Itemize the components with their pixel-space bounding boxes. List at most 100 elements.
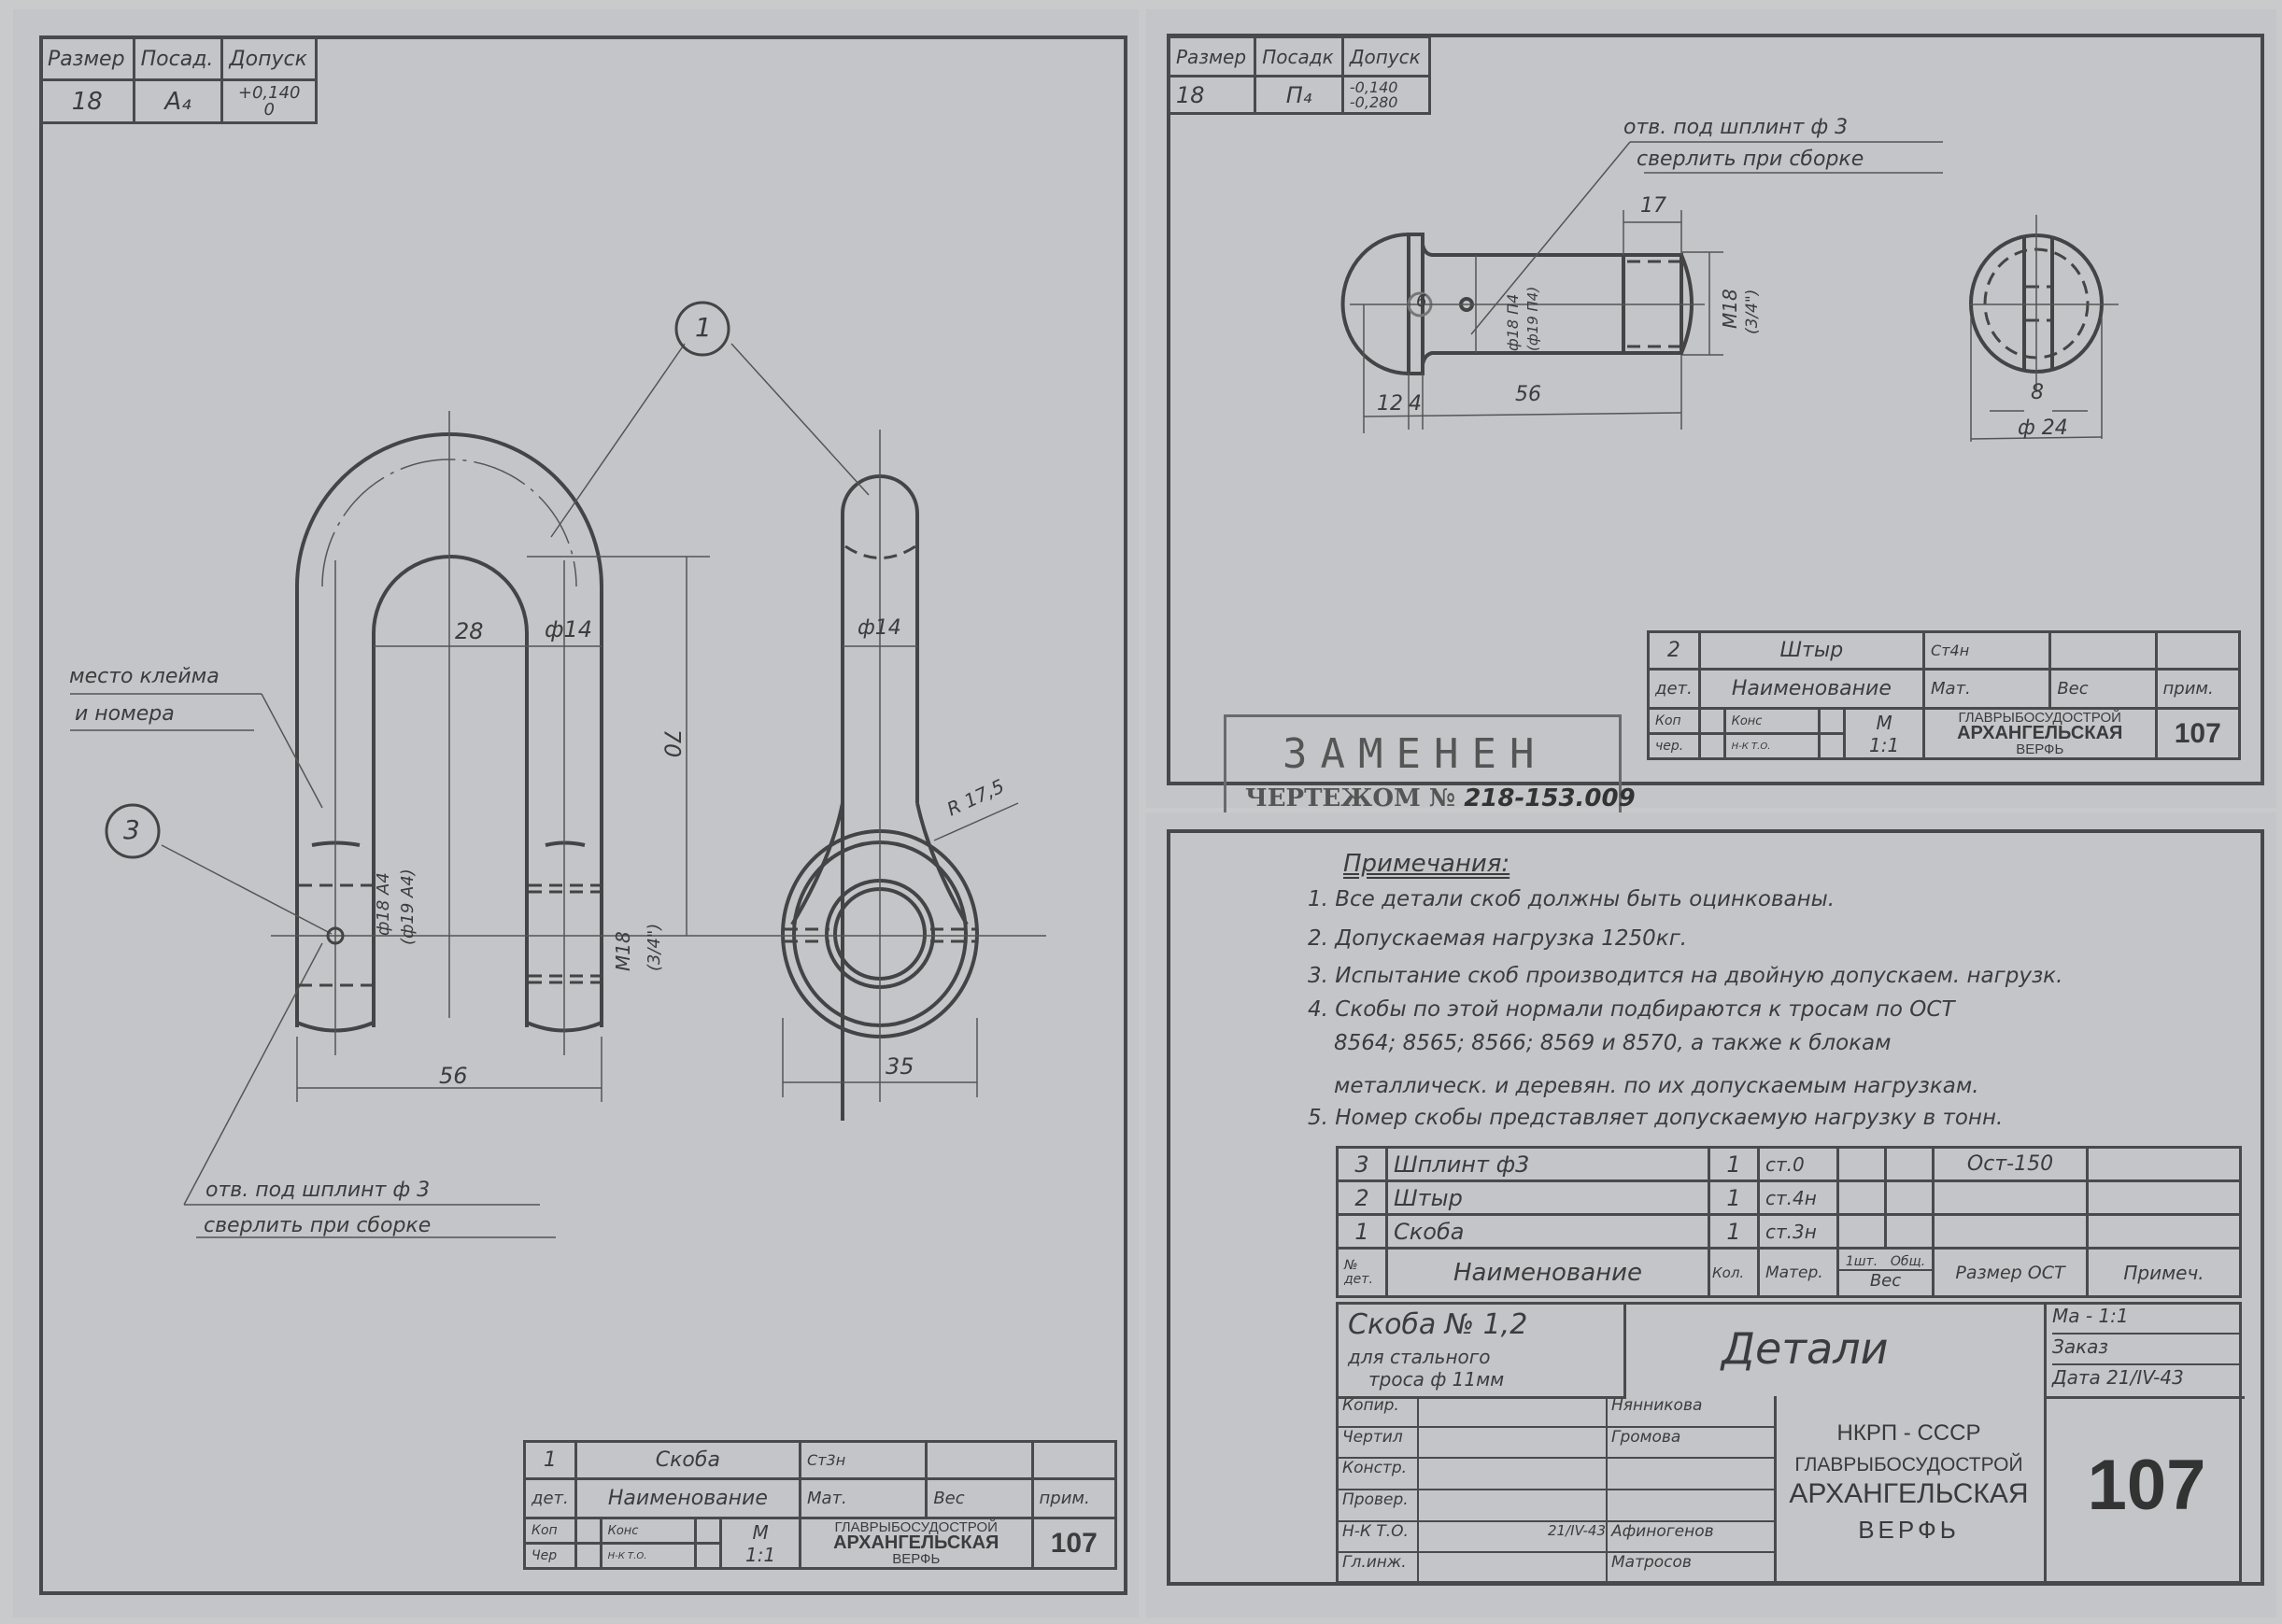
- header-fit: Посадк: [1254, 35, 1344, 78]
- org-line2: АРХАНГЕЛЬСКАЯ: [833, 1532, 999, 1553]
- signature-kop: [574, 1517, 602, 1545]
- part-name: Скоба: [1385, 1213, 1710, 1250]
- note-2: 2. Допускаемая нагрузка 1250кг.: [1308, 926, 1688, 951]
- org-line2: ГЛАВРЫБОСУДОСТРОЙ: [1794, 1454, 2023, 1476]
- right-top-frame: [1167, 34, 2264, 785]
- part-name: Штыр: [1385, 1179, 1710, 1216]
- left-sheet-frame: [39, 35, 1127, 1595]
- signature-copy: [1419, 1396, 1608, 1426]
- header-weight-each: 1шт.: [1845, 1254, 1878, 1269]
- signature-check: [1419, 1490, 1608, 1520]
- part-weight-each: [1836, 1179, 1887, 1216]
- row-kons-label: Конс: [599, 1517, 698, 1545]
- signature-row: Н-К Т.О. 21/IV-43 Афиногенов: [1339, 1521, 1774, 1554]
- header-name: Наименование: [574, 1477, 802, 1519]
- hole-mark: 6: [1416, 291, 1427, 311]
- right-top-title-block: 2 Штыр Ст4н дет. Наименование Мат. Вес п…: [1647, 630, 2242, 760]
- part-no: 3: [1336, 1146, 1388, 1182]
- stamp-prefix: ЧЕРТЕЖОМ №: [1245, 784, 1456, 812]
- parts-header-row: № дет. Наименование Кол. Матер. 1шт. Общ…: [1336, 1247, 2242, 1298]
- header-mat: Мат.: [1922, 668, 2052, 710]
- scale-value: 1:1: [745, 1543, 776, 1566]
- part-name: Штыр: [1697, 630, 1926, 671]
- header-size: Размер: [1167, 35, 1257, 78]
- parts-row: 3 Шплинт ф3 1 ст.0 Ост-150: [1336, 1146, 2242, 1182]
- tolerance-lower: 0: [263, 99, 275, 120]
- scale-label: М: [1876, 711, 1892, 734]
- tolerance-upper: -0,140: [1349, 78, 1398, 96]
- header-weight: Вес: [925, 1477, 1034, 1519]
- signature-nk: [1818, 732, 1847, 760]
- dim-hole-dia: ф18 А4: [374, 872, 393, 936]
- signature-drawn: [1419, 1427, 1608, 1458]
- part-material: ст.3н: [1757, 1213, 1839, 1250]
- header-material: Матер.: [1757, 1247, 1839, 1298]
- signature-row: Чертил Громова: [1339, 1427, 1774, 1460]
- part-weight-each: [1836, 1213, 1887, 1250]
- hole-note-line2: сверлить при сборке: [204, 1214, 432, 1237]
- notes-title: Примечания:: [1343, 850, 1510, 878]
- dim-pin-length: 56: [1515, 383, 1541, 406]
- item-line1: Скоба № 1,2: [1348, 1308, 1528, 1341]
- date-value: Дата 21/IV-43: [2052, 1366, 2184, 1389]
- part-note: [2086, 1213, 2242, 1250]
- dim-head-dia: ф 24: [2018, 417, 2068, 440]
- dim-rod-dia: ф14: [545, 616, 593, 643]
- parts-list-table: 3 Шплинт ф3 1 ст.0 Ост-150 2 Штыр 1 ст.4…: [1336, 1146, 2242, 1298]
- role-chief-engineer: Гл.инж.: [1339, 1553, 1419, 1584]
- tolerance-lower: -0,280: [1349, 92, 1398, 111]
- stamp-line1: ЗАМЕНЕН: [1283, 730, 1548, 778]
- meta-block: Ма - 1:1 Заказ Дата 21/IV-43: [2044, 1305, 2245, 1399]
- part-weight-total: [1884, 1213, 1935, 1250]
- part-note: [2086, 1146, 2242, 1182]
- part-no: 2: [1647, 630, 1701, 671]
- part-weight-each: [1836, 1146, 1887, 1182]
- dim-pin-thread: М18: [1719, 289, 1741, 329]
- right-tolerance-table: Размер Посадк Допуск 18 П₄ -0,140 -0,280: [1167, 35, 1432, 115]
- parts-row: 1 Скоба 1 ст.3н: [1336, 1213, 2242, 1250]
- dim-thread: М18: [612, 931, 634, 971]
- row-kop-label: Коп: [1647, 707, 1701, 735]
- org-line1: ГЛАВРЫБОСУДОСТРОЙ: [834, 1519, 998, 1536]
- part-material: ст.0: [1757, 1146, 1839, 1182]
- note-5: 5. Номер скобы представляет допускаемую …: [1308, 1106, 2004, 1130]
- tolerance-value: -0,140 -0,280: [1340, 75, 1432, 115]
- signature-cher: [574, 1542, 602, 1570]
- note-4-cont-2: металлическ. и деревян. по их допускаемы…: [1334, 1074, 1979, 1098]
- scale-value: Ма - 1:1: [2052, 1305, 2239, 1335]
- drawing-number: 107: [1030, 1517, 1118, 1570]
- header-tolerance: Допуск: [1340, 35, 1432, 78]
- dim-thread-length: 17: [1640, 194, 1666, 218]
- part-weight-total: [1884, 1146, 1935, 1182]
- signature-row: Провер.: [1339, 1490, 1774, 1522]
- dim-thread-alt: (3/4"): [645, 923, 664, 971]
- note-1: 1. Все детали скоб должны быть оцинкован…: [1308, 887, 1836, 911]
- signatures-block: Копир. Нянникова Чертил Громова Констр. …: [1339, 1396, 1777, 1584]
- left-title-block: 1 Скоба Ст3н дет. Наименование Мат. Вес …: [523, 1440, 1118, 1570]
- note-4: 4. Скобы по этой нормали подбираются к т…: [1308, 997, 1955, 1022]
- row-nk-label: Н-К Т.О.: [1722, 732, 1821, 760]
- parts-row: 2 Штыр 1 ст.4н: [1336, 1179, 2242, 1216]
- pin-hole-note-line2: сверлить при сборке: [1637, 148, 1864, 171]
- part-no: 1: [1336, 1213, 1388, 1250]
- signature-row: Констр.: [1339, 1459, 1774, 1491]
- part-note: [2086, 1179, 2242, 1216]
- header-no: № дет.: [1336, 1247, 1388, 1298]
- part-weight-total: [1884, 1179, 1935, 1216]
- item-line3: троса ф 11мм: [1368, 1368, 1505, 1391]
- part-note: [2154, 630, 2242, 671]
- stamp-number: 218-153.009: [1464, 784, 1636, 812]
- signature-chief-engineer: [1419, 1553, 1608, 1584]
- row-kop-label: Коп: [523, 1517, 577, 1545]
- header-weight: Вес: [1869, 1271, 1902, 1291]
- part-no: 1: [523, 1440, 577, 1480]
- signature-nk: [694, 1542, 723, 1570]
- callout-part-1: 1: [695, 312, 712, 343]
- org-line3: АРХАНГЕЛЬСКАЯ: [1789, 1478, 2029, 1509]
- signature-cher: [1697, 732, 1726, 760]
- signature-design: [1419, 1459, 1608, 1490]
- name-norm-control: Афиногенов: [1611, 1521, 1714, 1541]
- org-cell: ГЛАВРЫБОСУДОСТРОЙ АРХАНГЕЛЬСКАЯ ВЕРФЬ: [1921, 707, 2158, 760]
- part-qty: 1: [1708, 1213, 1760, 1250]
- scale-cell: М 1:1: [719, 1517, 801, 1570]
